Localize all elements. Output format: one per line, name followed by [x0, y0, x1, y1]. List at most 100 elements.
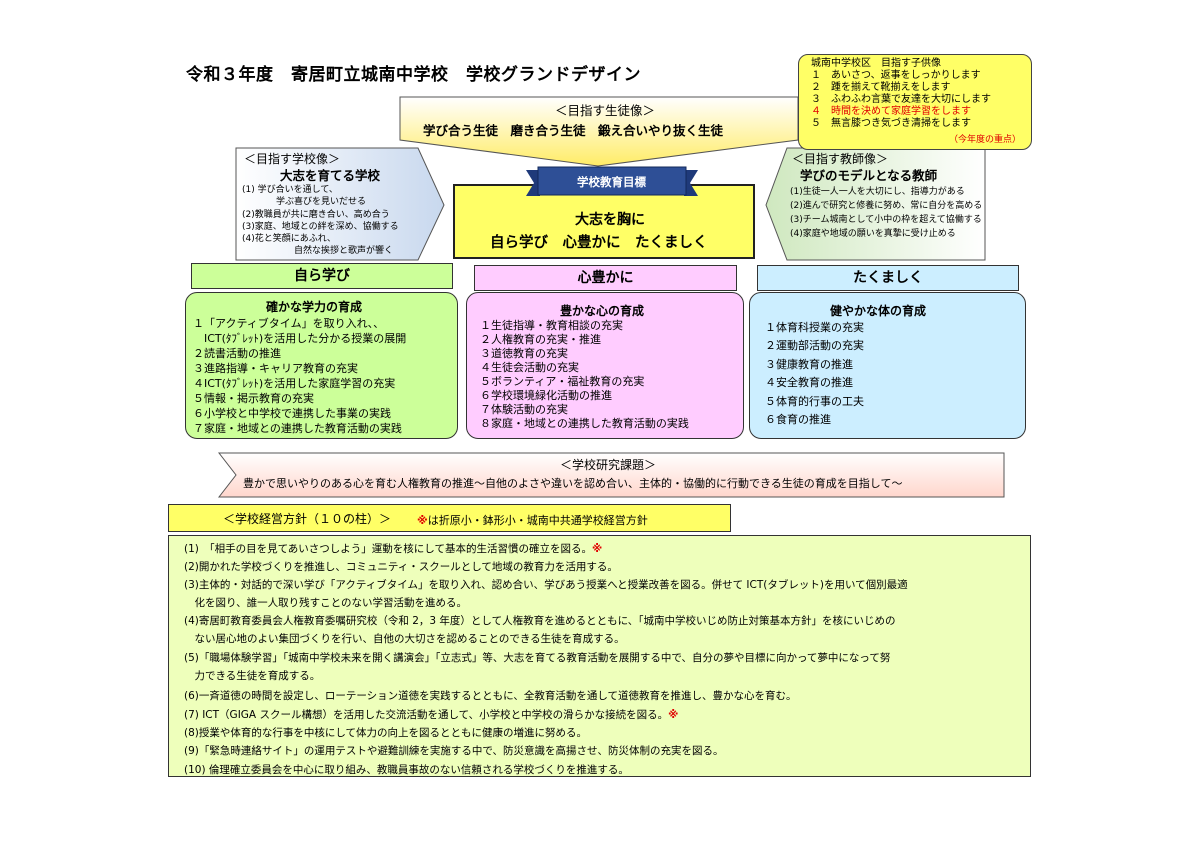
teacher-goal-item: (4)家庭や地域の願いを真摯に受け止める — [790, 229, 956, 239]
policy-line: (7) ICT（GIGA スクール構想）を活用した交流活動を通して、小学校と中学… — [184, 707, 678, 722]
policy-line-text: (5)「職場体験学習」「城南中学校未来を開く講演会」「立志式」等、大志を育てる教… — [184, 652, 891, 664]
school-goal-item: (4)花と笑顔にあふれ、 — [242, 234, 336, 244]
column-item: ３道徳教育の充実 — [480, 347, 568, 360]
center-motto: 大志を胸に — [575, 212, 645, 228]
goal-text: 時間を決めて家庭学習をします — [831, 106, 971, 117]
column-item: １「アクティブタイム」を取り入れ、、 — [193, 317, 385, 330]
page-title: 令和３年度 寄居町立城南中学校 学校グランドデザイン — [186, 65, 641, 85]
goal-num: ３ — [811, 94, 821, 105]
policy-heading: ＜学校経営方針（１０の柱）＞ — [223, 512, 392, 526]
policy-line: (10) 倫理確立委員会を中心に取り組み、教職員事故のない信頼される学校づくりを… — [184, 762, 629, 777]
policy-line: (8)授業や体育的な行事を中核にして体力の向上を図るとともに健康の増進に努める。 — [184, 725, 587, 740]
goal-text: あいさつ、返事をしっかりします — [831, 70, 981, 81]
center-label-ribbon — [526, 166, 698, 196]
column-item: ４ICT(ﾀﾌﾞﾚｯﾄ)を活用した家庭学習の充実 — [193, 377, 396, 390]
policy-line-text: (9)「緊急時連絡サイト」の運用テストや避難訓練を実施する中で、防災意識を高揚さ… — [184, 745, 724, 757]
column-item: ５情報・掲示教育の充実 — [193, 392, 314, 405]
school-goal-shape — [235, 147, 445, 261]
policy-box — [168, 535, 1031, 777]
policy-line-text: (10) 倫理確立委員会を中心に取り組み、教職員事故のない信頼される学校づくりを… — [184, 764, 629, 776]
goals-note: （今年度の重点） — [948, 135, 1021, 145]
column-item: ７家庭・地域との連携した教育活動の実践 — [193, 422, 402, 435]
column-item: ３健康教育の推進 — [765, 358, 853, 371]
policy-line-text: (8)授業や体育的な行事を中核にして体力の向上を図るとともに健康の増進に努める。 — [184, 727, 588, 739]
policy-line: (4)寄居町教育委員会人権教育委嘱研究校（令和 2，3 年度）として人権教育を進… — [184, 613, 896, 628]
goal-num: ４ — [811, 106, 821, 117]
teacher-goal-item: (1)生徒一人一人を大切にし、指導力がある — [790, 187, 965, 197]
policy-line: 化を図り、誰一人取り残すことのない学習活動を進める。 — [184, 595, 467, 610]
policy-note-text: は折原小・鉢形小・城南中共通学校経営方針 — [427, 514, 648, 527]
policy-line: ない居心地のよい集団づくりを行い、自他の大切さを認めることのできる生徒を育成する… — [184, 631, 625, 646]
policy-line: (3)主体的・対話的で深い学び「アクティブタイム」を取り入れ、認め合い、学びあう… — [184, 577, 908, 592]
school-goal-item: (2)教職員が共に磨き合い、高め合う — [242, 210, 390, 220]
goal-item: １ あいさつ、返事をしっかりします — [811, 70, 1031, 82]
goal-text: 無言膝つき気づき清掃をします — [831, 118, 971, 129]
policy-line-text: (6)一斉道徳の時間を設定し、ローテーション道徳を実践するとともに、全教育活動を… — [184, 690, 797, 702]
goal-item: ２ 踵を揃えて靴揃えをします — [811, 82, 1031, 94]
policy-line-text: (2)開かれた学校づくりを推進し、コミュニティ・スクールとして地域の教育力を活用… — [184, 561, 618, 573]
policy-line-text: (7) ICT（GIGA スクール構想）を活用した交流活動を通して、小学校と中学… — [184, 709, 669, 721]
student-goal-text: 学び合う生徒 磨き合う生徒 鍛え合いやり抜く生徒 — [423, 123, 724, 138]
policy-line: (2)開かれた学校づくりを推進し、コミュニティ・スクールとして地域の教育力を活用… — [184, 559, 618, 574]
policy-line: (5)「職場体験学習」「城南中学校未来を開く講演会」「立志式」等、大志を育てる教… — [184, 650, 890, 665]
school-goal-heading: ＜目指す学校像＞ — [244, 152, 341, 166]
policy-note: ※は折原小・鉢形小・城南中共通学校経営方針 — [417, 512, 648, 528]
center-label: 学校教育目標 — [577, 175, 646, 189]
column-strength — [749, 292, 1026, 439]
goal-num: ２ — [811, 82, 821, 93]
research-shape — [217, 452, 1005, 498]
column-item: ６学校環境緑化活動の推進 — [480, 389, 612, 402]
student-goal-shape — [399, 96, 799, 167]
goal-text: 踵を揃えて靴揃えをします — [831, 82, 951, 93]
school-goal-item: (3)家庭、地域との絆を深め、協働する — [242, 222, 399, 232]
policy-line: 力できる生徒を育成する。 — [184, 668, 320, 683]
teacher-goal-title: 学びのモデルとなる教師 — [800, 168, 938, 183]
goal-text: ふわふわ言葉で友達を大切にします — [831, 94, 991, 105]
column-heart — [466, 292, 744, 439]
teacher-goal-item: (3)チーム城南として小中の枠を超えて協働する — [790, 215, 982, 225]
center-goals: 自ら学び 心豊かに たくましく — [490, 235, 708, 251]
common-mark: ※ — [417, 514, 428, 527]
policy-line-text: (3)主体的・対話的で深い学び「アクティブタイム」を取り入れ、認め合い、学びあう… — [184, 579, 908, 591]
column-title: 確かな学力の育成 — [266, 300, 363, 314]
goal-num: １ — [811, 70, 821, 81]
common-mark: ※ — [668, 709, 679, 721]
column-item: ８家庭・地域との連携した教育活動の実践 — [480, 417, 689, 430]
column-item: ４生徒会活動の充実 — [480, 361, 579, 374]
research-heading: ＜学校研究課題＞ — [560, 458, 657, 472]
student-goal-heading: ＜目指す生徒像＞ — [555, 103, 656, 118]
teacher-goal-item: (2)進んで研究と修養に努め、常に自分を高める — [790, 201, 983, 211]
policy-line: (9)「緊急時連絡サイト」の運用テストや避難訓練を実施する中で、防災意識を高揚さ… — [184, 743, 723, 758]
column-item: ２運動部活動の充実 — [765, 339, 864, 352]
column-item: ４安全教育の推進 — [765, 376, 853, 389]
common-mark: ※ — [592, 543, 603, 555]
research-text: 豊かで思いやりのある心を育む人権教育の推進～自他のよさや違いを認め合い、主体的・… — [243, 477, 903, 490]
goal-item: ３ ふわふわ言葉で友達を大切にします — [811, 94, 1031, 106]
column-title: 豊かな心の育成 — [560, 304, 645, 318]
column-item: ５ボランティア・福祉教育の充実 — [480, 375, 645, 388]
school-goal-title: 大志を育てる学校 — [280, 168, 381, 183]
column-item: ３進路指導・キャリア教育の充実 — [193, 362, 358, 375]
column-item: ５体育的行事の工夫 — [765, 395, 864, 408]
policy-line-text: (4)寄居町教育委員会人権教育委嘱研究校（令和 2，3 年度）として人権教育を進… — [184, 615, 896, 627]
column-item: ６食育の推進 — [765, 413, 831, 426]
column-item: ６小学校と中学校で連携した事業の実践 — [193, 407, 391, 420]
column-head-learning: 自ら学び — [191, 263, 453, 289]
policy-line-text: ない居心地のよい集団づくりを行い、自他の大切さを認めることのできる生徒を育成する… — [184, 633, 625, 645]
column-head-strength: たくましく — [757, 265, 1019, 291]
policy-heading-box — [168, 504, 731, 532]
column-learning — [185, 292, 458, 439]
column-item: ２読書活動の推進 — [193, 347, 281, 360]
column-item: １体育科授業の充実 — [765, 321, 864, 334]
policy-line: (1) 「相手の目を見てあいさつしよう」運動を核にして基本的生活習慣の確立を図る… — [184, 541, 602, 556]
column-item: ７体験活動の充実 — [480, 403, 568, 416]
column-item: １生徒指導・教育相談の充実 — [480, 319, 623, 332]
school-goal-item: (1) 学び合いを通して、 — [242, 185, 338, 195]
column-item: ICT(ﾀﾌﾞﾚｯﾄ)を活用した分かる授業の展開 — [193, 332, 407, 345]
policy-line-text: (1) 「相手の目を見てあいさつしよう」運動を核にして基本的生活習慣の確立を図る… — [184, 543, 592, 555]
policy-line: (6)一斉道徳の時間を設定し、ローテーション道徳を実践するとともに、全教育活動を… — [184, 688, 797, 703]
column-head-heart: 心豊かに — [474, 265, 737, 291]
